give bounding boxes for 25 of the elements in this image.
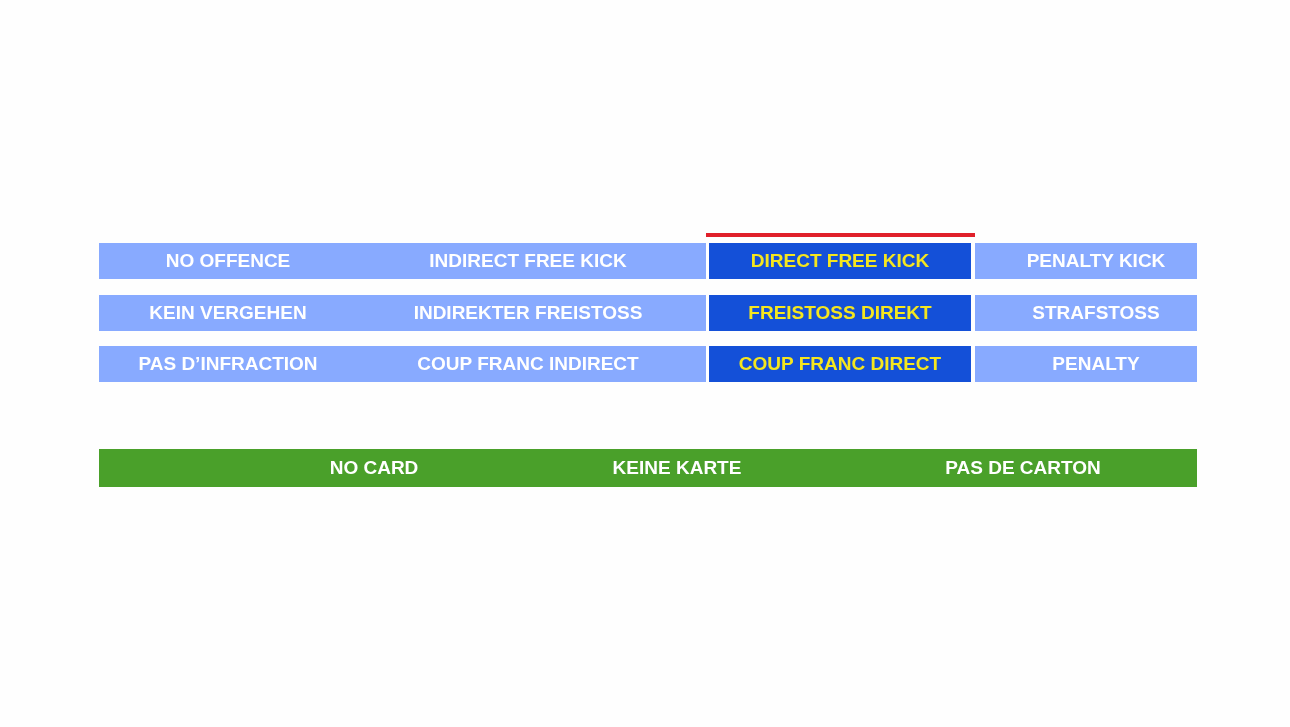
band-label: COUP FRANC DIRECT	[738, 352, 942, 376]
band-label: KEIN VERGEHEN	[149, 301, 307, 325]
band-label: FREISTOSS DIREKT	[748, 301, 932, 325]
band-label: INDIREKTER FREISTOSS	[413, 301, 643, 325]
decision-band	[975, 243, 1197, 279]
band-label: KEINE KARTE	[612, 456, 742, 480]
decision-band	[99, 295, 706, 331]
band-label: PAS D’INFRACTION	[138, 352, 318, 376]
band-label: COUP FRANC INDIRECT	[417, 352, 639, 376]
band-label: PENALTY	[1052, 352, 1140, 376]
decision-band	[709, 243, 971, 279]
decision-band	[709, 346, 971, 382]
decision-band	[709, 295, 971, 331]
decision-band	[99, 243, 706, 279]
band-label: PAS DE CARTON	[945, 456, 1101, 480]
band-label: PENALTY KICK	[1026, 249, 1166, 273]
band-label: INDIRECT FREE KICK	[429, 249, 627, 273]
band-label: STRAFSTOSS	[1032, 301, 1160, 325]
card-band	[99, 449, 1197, 487]
decision-band	[99, 346, 706, 382]
band-label: DIRECT FREE KICK	[750, 249, 930, 273]
decision-band	[975, 295, 1197, 331]
band-label: NO CARD	[329, 456, 419, 480]
decision-band	[975, 346, 1197, 382]
band-label: NO OFFENCE	[165, 249, 291, 273]
